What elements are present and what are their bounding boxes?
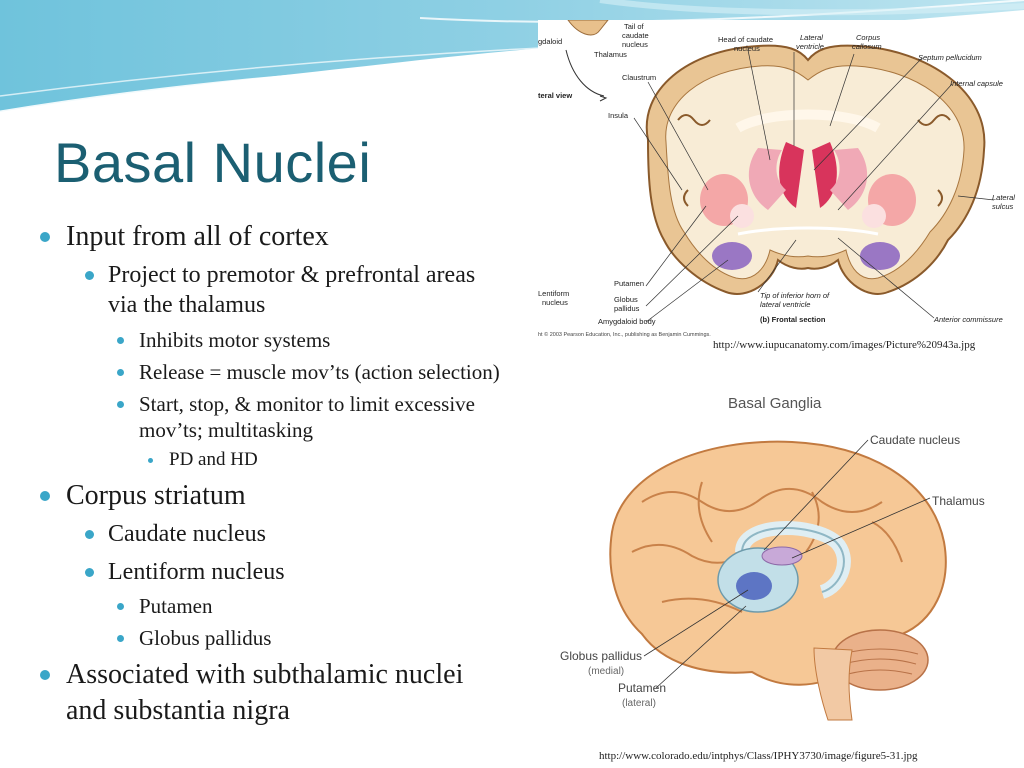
basal-ganglia-figure: Basal Ganglia — [552, 372, 1024, 732]
label-lateral-ventricle-2: ventricle — [796, 42, 824, 51]
label-globus-medial: (medial) — [588, 666, 624, 677]
bullet-dot — [85, 271, 94, 280]
label-putamen: Putamen — [618, 681, 666, 695]
basal-ganglia-title: Basal Ganglia — [728, 395, 822, 412]
bullet-item: Globus pallidus — [117, 626, 271, 650]
label-frontal-section: (b) Frontal section — [760, 315, 826, 324]
bullet-item: Caudate nucleus — [85, 521, 266, 547]
label-globus-pallidus: Globus pallidus — [560, 649, 642, 663]
label-caudate-nucleus: Caudate nucleus — [870, 433, 960, 447]
label-tail: Tail of — [624, 22, 645, 31]
bullet-item: Start, stop, & monitor to limit excessiv… — [117, 392, 475, 416]
label-nucleus: nucleus — [622, 40, 648, 49]
label-amygdaloid-small: gdaloid — [538, 37, 562, 46]
bullet-dot — [40, 491, 50, 501]
bullet-dot — [148, 458, 153, 463]
bullet-item: Associated with subthalamic nuclei — [40, 659, 463, 691]
bullet-dot — [40, 232, 50, 242]
bullet-item: Project to premotor & prefrontal areas — [85, 262, 475, 288]
bullet-continuation: and substantia nigra — [66, 695, 290, 726]
label-tip-horn: Tip of inferior horn of — [760, 291, 830, 300]
bullet-dot — [117, 337, 124, 344]
bullet-dot — [117, 369, 124, 376]
label-amygdaloid-body: Amygdaloid body — [598, 317, 656, 326]
figure-top-url: http://www.iupucanatomy.com/images/Pictu… — [713, 339, 976, 351]
bullet-list: Input from all of cortex Project to prem… — [40, 221, 500, 726]
label-caudate: caudate — [622, 31, 649, 40]
label-lentiform: Lentiform — [538, 289, 569, 298]
lateral-view-fragment — [565, 19, 610, 102]
label-putamen-lateral: (lateral) — [622, 698, 656, 709]
bullet-dot — [85, 568, 94, 577]
label-lateral-sulcus: Lateral — [992, 193, 1015, 202]
label-corpus-callosum: Corpus — [856, 33, 880, 42]
label-corpus-callosum-2: callosum — [852, 42, 882, 51]
label-lateral-view: teral view — [538, 91, 572, 100]
bullet-item: Inhibits motor systems — [117, 328, 330, 352]
bullet-continuation: via the thalamus — [108, 292, 266, 318]
bullet-dot — [117, 401, 124, 408]
bullet-dot — [85, 530, 94, 539]
bullet-dot — [40, 670, 50, 680]
label-globus-2: pallidus — [614, 304, 640, 313]
bullet-continuation: mov’ts; multitasking — [139, 418, 314, 442]
bullet-item: Input from all of cortex — [40, 221, 329, 253]
label-thalamus-small: Thalamus — [594, 50, 627, 59]
label-head-caudate: Head of caudate — [718, 35, 773, 44]
label-putamen: Putamen — [614, 279, 644, 288]
bullet-item: Putamen — [117, 594, 213, 618]
label-thalamus: Thalamus — [932, 494, 985, 508]
label-globus: Globus — [614, 295, 638, 304]
coronal-brain — [645, 44, 986, 295]
figure-bottom-url: http://www.colorado.edu/intphys/Class/IP… — [599, 750, 918, 762]
bullet-item: Corpus striatum — [40, 480, 246, 512]
figure-copyright: ht © 2003 Pearson Education, Inc., publi… — [538, 331, 711, 338]
label-septum: Septum pellucidum — [918, 53, 982, 62]
bullet-item: Release = muscle mov’ts (action selectio… — [117, 360, 500, 384]
label-tip-horn-2: lateral ventricle — [760, 300, 810, 309]
bullet-dot — [117, 603, 124, 610]
bullet-dot — [117, 635, 124, 642]
label-lateral-sulcus-2: sulcus — [992, 202, 1014, 211]
bullet-item: PD and HD — [148, 449, 258, 471]
label-claustrum: Claustrum — [622, 73, 656, 82]
label-lentiform-2: nucleus — [542, 298, 568, 307]
label-head-caudate-2: nucleus — [734, 44, 760, 53]
label-lateral-ventricle: Lateral — [800, 33, 823, 42]
bullet-item: Lentiform nucleus — [85, 559, 285, 585]
brain-illustration — [609, 440, 947, 721]
label-insula: Insula — [608, 111, 629, 120]
label-anterior-commissure: Anterior commissure — [933, 315, 1003, 324]
frontal-section-figure: Tail of caudate nucleus Thalamus gdaloid… — [538, 19, 1024, 342]
label-internal-capsule: Internal capsule — [950, 79, 1003, 88]
slide-title: Basal Nuclei — [54, 131, 372, 194]
